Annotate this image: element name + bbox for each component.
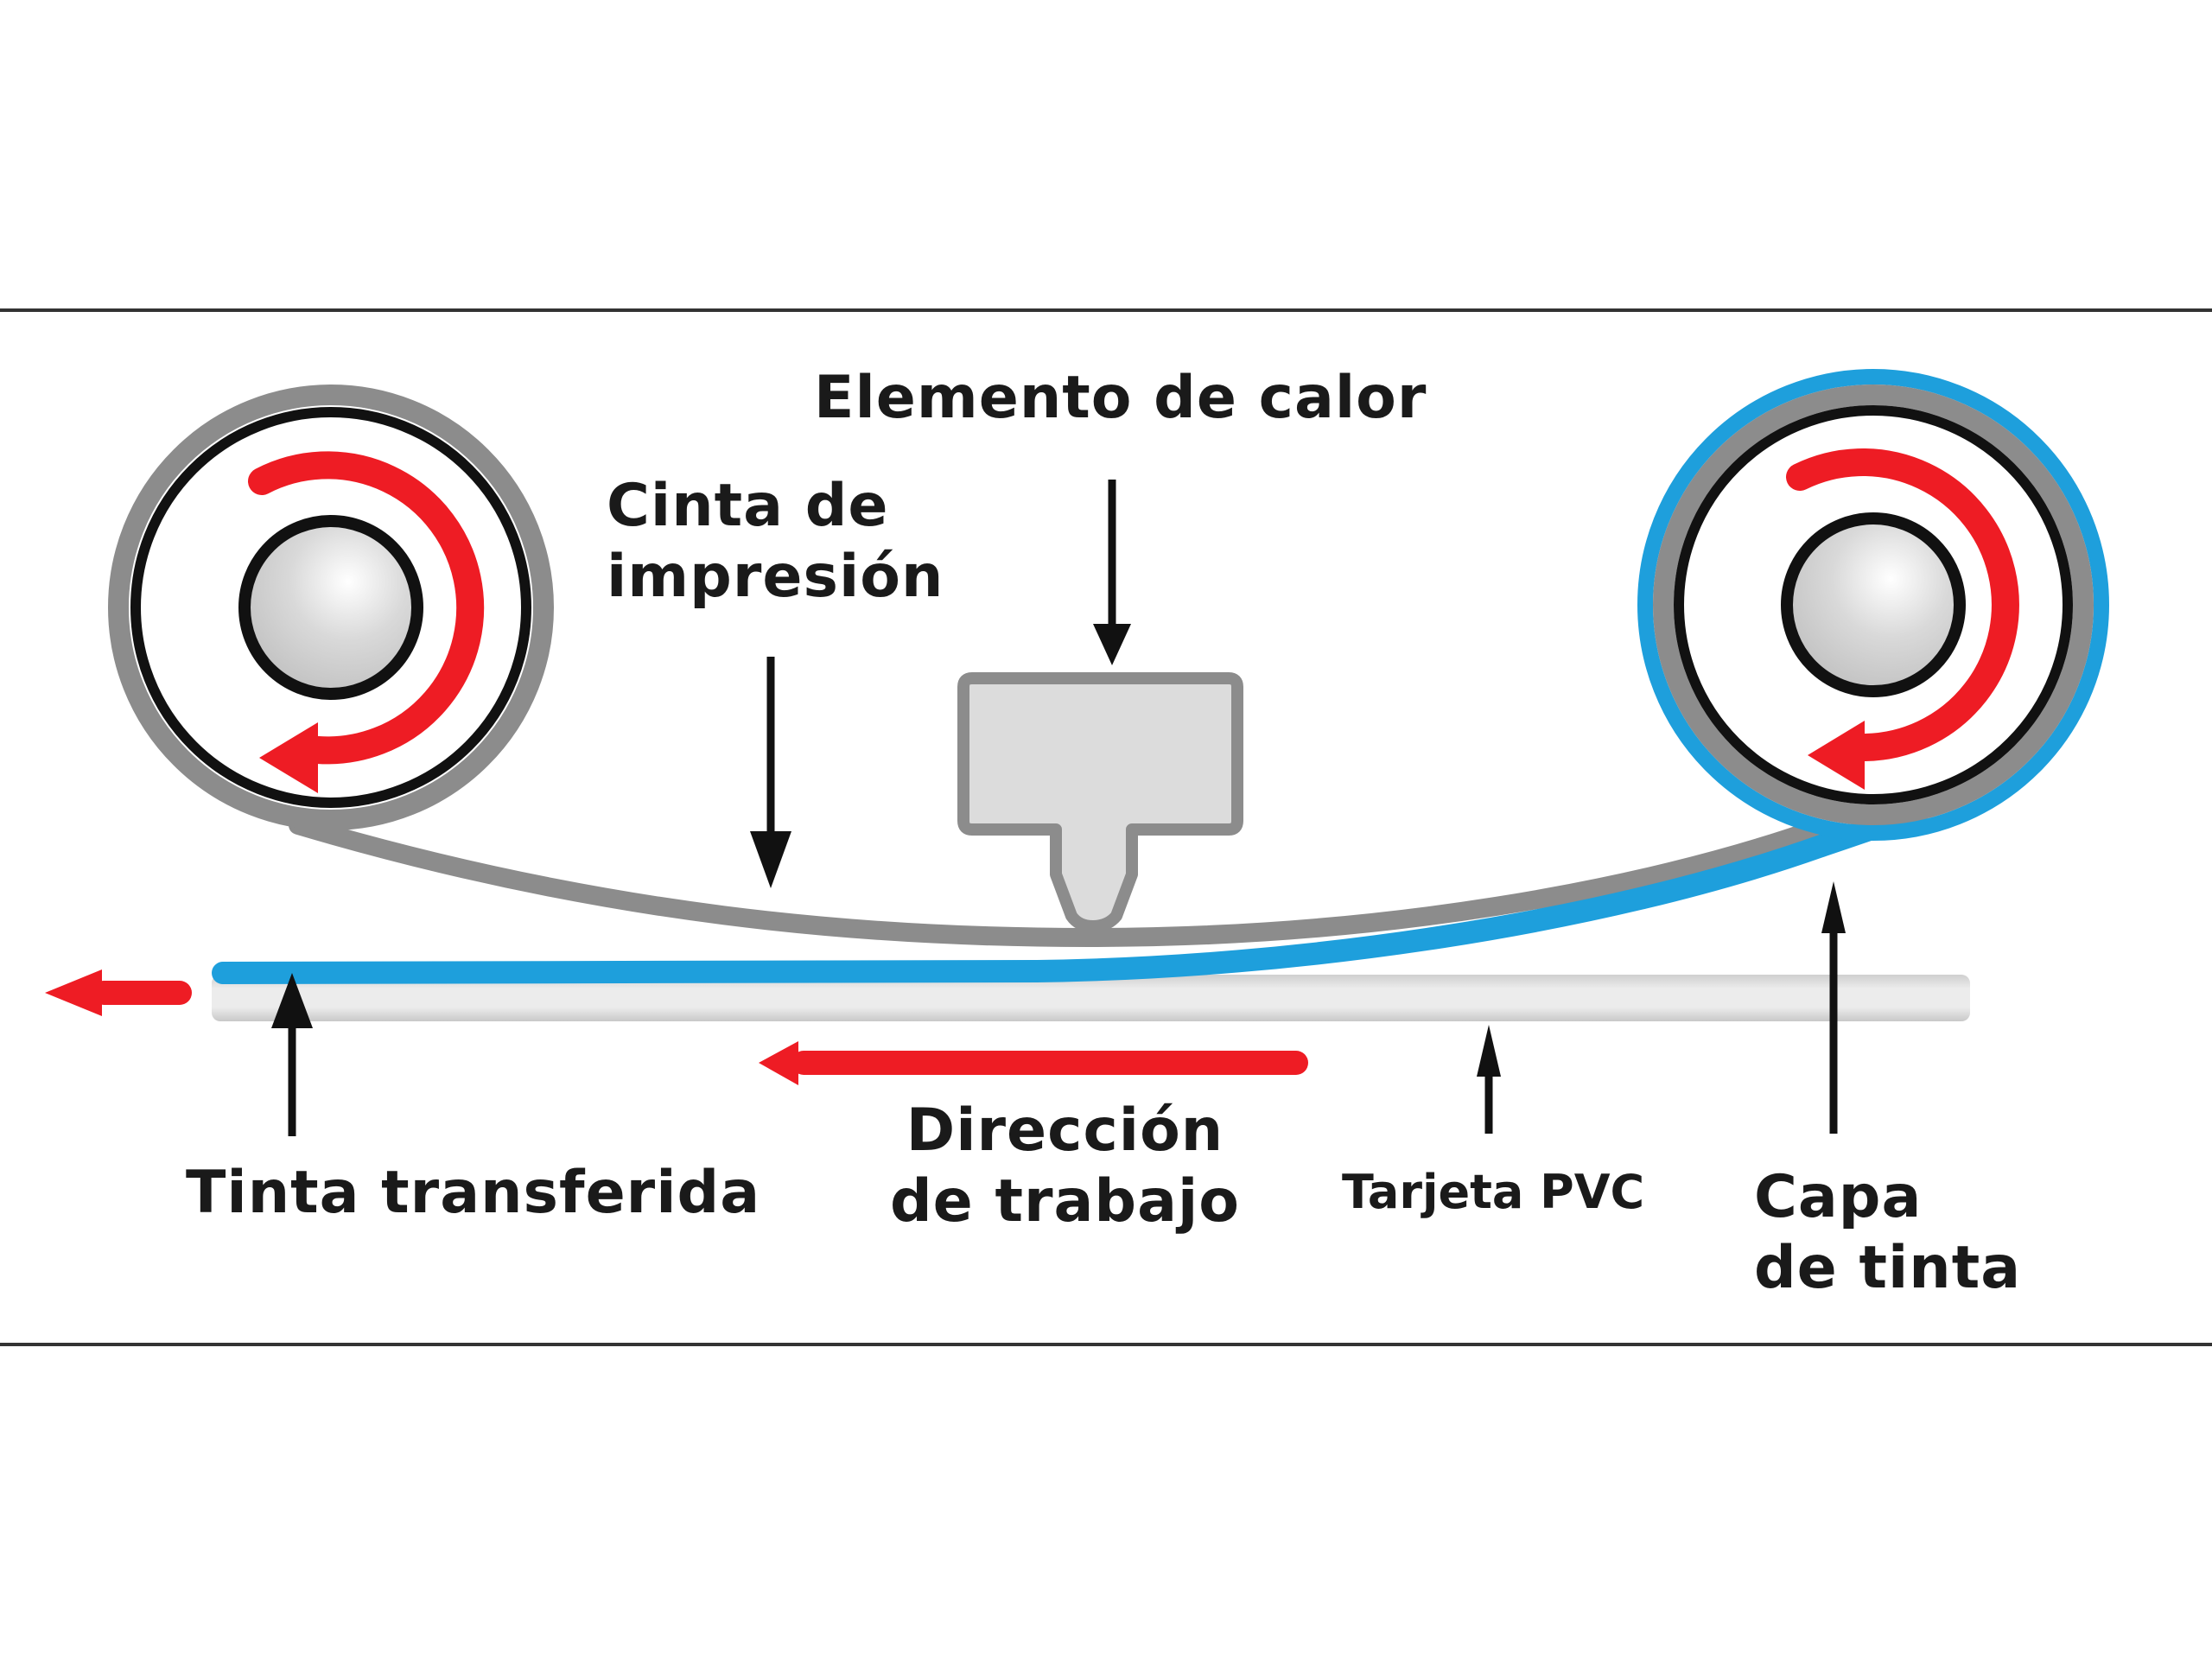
arrow-down-icon bbox=[1093, 624, 1131, 665]
pointer-transferred-ink bbox=[271, 973, 313, 1136]
rotation-arrowhead-left-icon bbox=[259, 722, 318, 793]
label-ribbon: Cinta de impresión bbox=[607, 471, 944, 612]
takeup-roller-hub bbox=[1781, 512, 1966, 697]
heat-element bbox=[957, 672, 1243, 932]
pointer-ribbon bbox=[750, 657, 791, 888]
rotation-arrow-left-icon bbox=[248, 451, 485, 765]
label-ink-layer-line2: de tinta bbox=[1754, 1233, 2022, 1302]
arrow-up-icon bbox=[1821, 881, 1846, 933]
label-pvc-card: Tarjeta PVC bbox=[1342, 1165, 1645, 1219]
label-ink-layer-line1: Capa bbox=[1754, 1163, 1923, 1231]
rotation-arrowhead-right-icon bbox=[1808, 721, 1865, 790]
label-work-direction-line1: Dirección bbox=[906, 1096, 1224, 1165]
label-work-direction-line2: de trabajo bbox=[890, 1166, 1240, 1236]
supply-roller-hub bbox=[238, 515, 423, 700]
arrow-left-icon bbox=[759, 1041, 798, 1085]
label-ribbon-line1: Cinta de bbox=[607, 472, 889, 540]
work-direction-arrow bbox=[759, 1041, 1308, 1085]
rotation-arrow-right-icon bbox=[1786, 448, 2019, 761]
arrow-up-icon bbox=[1477, 1025, 1501, 1077]
supply-roller bbox=[108, 385, 554, 830]
arrow-left-icon bbox=[45, 969, 102, 1016]
print-ribbon bbox=[289, 816, 1824, 948]
pointer-heat-element bbox=[1093, 480, 1131, 665]
arrow-down-icon bbox=[750, 831, 791, 888]
label-transferred-ink: Tinta transferida bbox=[186, 1159, 761, 1227]
exit-direction-arrow bbox=[45, 969, 192, 1016]
pointer-pvc-card bbox=[1477, 1025, 1501, 1134]
pointer-ink-layer bbox=[1821, 881, 1846, 1134]
pvc-card bbox=[212, 975, 1970, 1021]
label-work-direction: Dirección de trabajo bbox=[890, 1096, 1240, 1236]
arrow-up-icon bbox=[271, 973, 313, 1028]
label-ink-layer: Capa de tinta bbox=[1754, 1162, 2021, 1303]
label-heat-element: Elemento de calor bbox=[814, 364, 1427, 432]
takeup-roller bbox=[1637, 369, 2109, 841]
label-ribbon-line2: impresión bbox=[607, 542, 944, 611]
